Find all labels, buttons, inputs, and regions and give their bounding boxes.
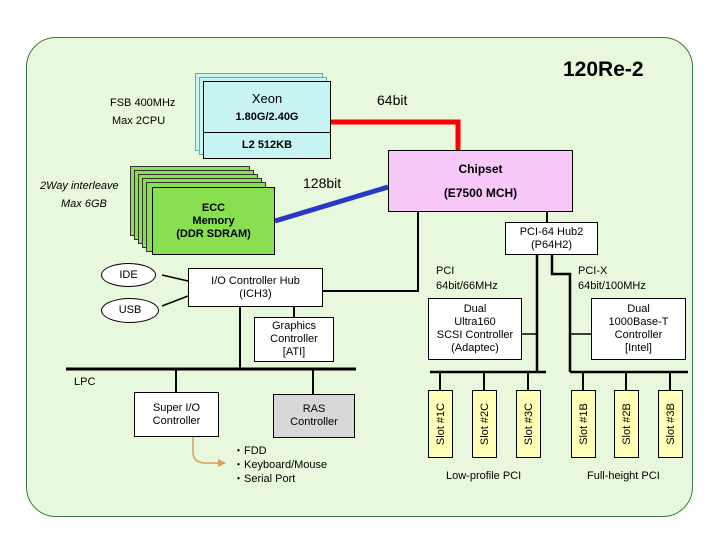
low-profile-label: Low-profile PCI <box>446 470 522 482</box>
slot-2b-label: Slot #2B <box>620 403 633 445</box>
slot-2c: Slot #2C <box>472 390 497 458</box>
cpu-name: Xeon <box>251 91 283 106</box>
pci-bus-label: PCI <box>436 265 455 277</box>
scsi-line3: SCSI Controller <box>436 329 514 341</box>
slot-1c: Slot #1C <box>428 390 453 458</box>
nic-line3: Controller <box>614 329 663 341</box>
super-io-box: Super I/O Controller <box>134 392 219 437</box>
ide-port: IDE <box>101 263 156 287</box>
memory-line-ecc: ECC <box>201 201 226 214</box>
pcix-bus-label: PCI-X <box>578 265 608 277</box>
slot-1b-label: Slot #1B <box>577 403 590 445</box>
pcix-bus-line <box>550 254 572 372</box>
scsi-controller-box: Dual Ultra160 SCSI Controller (Adaptec) <box>428 298 522 360</box>
cpu-speed: 1.80G/2.40G <box>235 111 299 123</box>
chipset-name: Chipset <box>458 162 503 176</box>
cpu-cache: L2 512KB <box>241 139 293 151</box>
ras-box: RAS Controller <box>273 394 355 438</box>
sio-item-fdd: ・FDD <box>233 445 267 457</box>
usb-port: USB <box>101 298 159 323</box>
scsi-line2: Ultra160 <box>454 316 496 328</box>
graphics-line1: Graphics <box>271 320 317 332</box>
chipset-model: (E7500 MCH) <box>443 186 518 200</box>
cpu-divider <box>204 132 330 133</box>
ich-ide-line <box>161 274 189 282</box>
memory-line-type: (DDR SDRAM) <box>176 227 251 240</box>
memory-note-max: Max 6GB <box>61 198 107 210</box>
pci-hub-model: (P64H2) <box>531 238 572 251</box>
lpc-label: LPC <box>74 376 96 388</box>
usb-label: USB <box>118 304 142 316</box>
sio-item-serial-port: ・Serial Port <box>233 473 296 485</box>
slot-1c-label: Slot #1C <box>434 402 447 446</box>
pci-hub-box: PCI-64 Hub2 (P64H2) <box>505 222 598 255</box>
memory-note-interleave: 2Way interleave <box>40 180 119 192</box>
graphics-line2: Controller <box>270 333 318 345</box>
super-io-line1: Super I/O <box>152 401 201 414</box>
graphics-line3: [ATI] <box>282 346 306 358</box>
ich-usb-line <box>161 295 189 307</box>
slot-3c: Slot #3C <box>516 390 541 458</box>
scsi-line1: Dual <box>463 303 487 315</box>
slot-3c-label: Slot #3C <box>522 402 535 446</box>
io-hub-name: I/O Controller Hub <box>211 274 300 287</box>
slot-2c-label: Slot #2C <box>478 402 491 446</box>
memory-line-memory: Memory <box>192 214 235 227</box>
slot-3b: Slot #3B <box>658 390 683 458</box>
nic-line4: [Intel] <box>625 342 652 354</box>
graphics-box: Graphics Controller [ATI] <box>254 317 334 362</box>
chipset-ich-line <box>323 212 419 292</box>
io-hub-box: I/O Controller Hub (ICH3) <box>188 268 323 307</box>
slot-2b: Slot #2B <box>614 390 639 458</box>
fsb-bus-line <box>331 119 461 150</box>
fsb-bus-label: 64bit <box>377 92 408 108</box>
pcix-bus-speed: 64bit/100MHz <box>578 280 646 292</box>
cpu-note-fsb: FSB 400MHz <box>110 97 176 109</box>
scsi-line4: (Adaptec) <box>451 342 499 354</box>
ide-label: IDE <box>119 268 138 281</box>
nic-line1: Dual <box>627 303 650 315</box>
full-height-label: Full-height PCI <box>587 470 660 482</box>
super-io-line2: Controller <box>152 414 201 427</box>
cpu-box: Xeon 1.80G/2.40G L2 512KB <box>203 81 331 159</box>
memory-bus-line <box>274 184 389 224</box>
chipset-box: Chipset (E7500 MCH) <box>388 150 573 212</box>
io-hub-model: (ICH3) <box>239 287 272 300</box>
slot-1b: Slot #1B <box>571 390 596 458</box>
sio-arrow <box>192 437 222 464</box>
page-title: 120Re-2 <box>563 58 644 81</box>
pci-bus-speed: 64bit/66MHz <box>436 280 498 292</box>
slot-3b-label: Slot #3B <box>664 403 677 445</box>
pci-hub-name: PCI-64 Hub2 <box>519 225 584 238</box>
ras-line2: Controller <box>290 416 338 428</box>
ras-line1: RAS <box>302 403 326 415</box>
nic-line2: 1000Base-T <box>608 316 669 328</box>
memory-box: ECC Memory (DDR SDRAM) <box>152 187 275 255</box>
nic-controller-box: Dual 1000Base-T Controller [Intel] <box>591 298 686 360</box>
cpu-note-max: Max 2CPU <box>112 115 166 127</box>
memory-bus-label: 128bit <box>303 175 342 191</box>
sio-item-keyboard-mouse: ・Keyboard/Mouse <box>233 459 328 471</box>
